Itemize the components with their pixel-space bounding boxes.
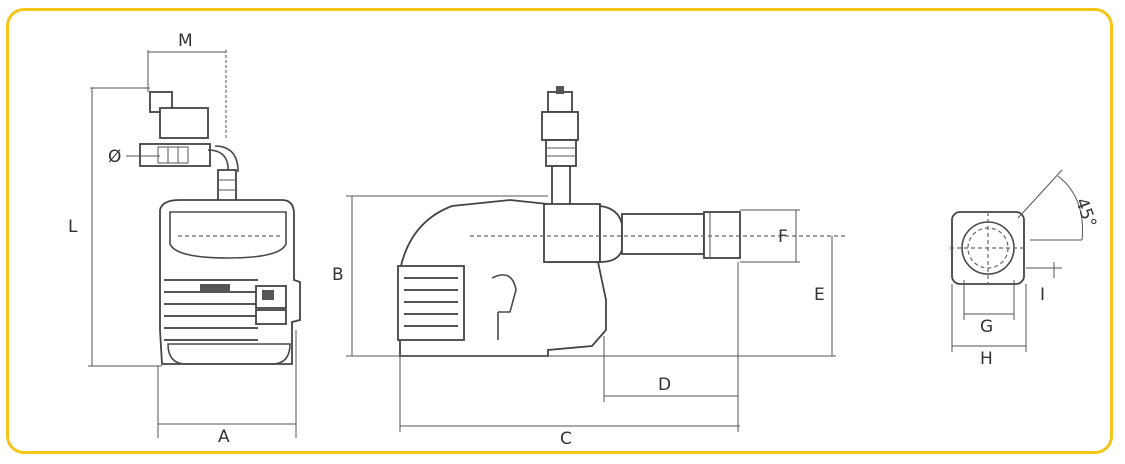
label-m: M (178, 31, 193, 51)
label-b: B (332, 265, 344, 285)
label-i: I (1040, 285, 1045, 305)
gas-valve-train (139, 91, 239, 203)
label-a: A (218, 427, 230, 447)
label-h: H (980, 349, 993, 369)
front-view (88, 50, 301, 438)
label-e: E (814, 285, 825, 305)
label-diameter: Ø (108, 147, 121, 167)
label-d: D (658, 375, 671, 395)
side-view (346, 86, 846, 432)
air-intake-grille (397, 265, 465, 341)
side-gas-connector (541, 86, 579, 209)
label-angle: 45° (1071, 195, 1100, 230)
label-f: F (778, 227, 788, 247)
front-fins (164, 279, 258, 341)
label-c: C (560, 429, 572, 449)
label-l: L (68, 217, 78, 237)
label-g: G (980, 317, 993, 337)
flange-view (950, 169, 1083, 352)
